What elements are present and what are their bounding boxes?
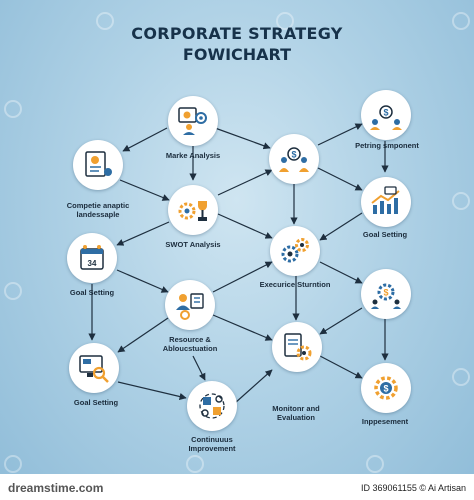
watermark-icon xyxy=(452,12,470,30)
node-competie-anaptic[interactable] xyxy=(73,140,123,190)
connector-line xyxy=(317,123,363,146)
node-goal-setting-right[interactable] xyxy=(361,177,411,227)
node-goal-setting-left[interactable]: 34 xyxy=(67,233,117,283)
connector-line xyxy=(319,307,363,335)
node-marke-analysis[interactable] xyxy=(168,96,218,146)
gears-icon xyxy=(281,238,309,263)
document-gear-icon xyxy=(284,333,312,361)
connector-line xyxy=(319,355,363,379)
label-resource-abloucstuation: Resource & Abloucstuation xyxy=(162,335,218,353)
gears-trophy-icon xyxy=(178,201,207,221)
svg-text:$: $ xyxy=(383,108,388,118)
label-inppesement: Inppesement xyxy=(361,417,409,426)
footer-id: ID 369061155 © Ai Artisan xyxy=(360,483,466,493)
connector-line xyxy=(234,369,273,404)
watermark-icon xyxy=(4,282,22,300)
person-resource-icon xyxy=(176,293,204,320)
label-goal-setting-left: Goal Setting xyxy=(69,288,115,297)
watermark-icon xyxy=(276,12,294,30)
watermark-icon xyxy=(4,100,22,118)
connector-line xyxy=(212,314,273,341)
node-execurice-sturntion[interactable] xyxy=(270,226,320,276)
label-swot-analysis: SWOT Analysis xyxy=(165,240,221,249)
svg-text:$: $ xyxy=(383,288,388,298)
analysis-board-icon xyxy=(178,107,207,135)
node-inppesement[interactable]: $ xyxy=(361,363,411,413)
label-petring-smponent: Petring smponent xyxy=(355,141,419,150)
watermark-icon xyxy=(452,192,470,210)
node-goal-setting-bottom[interactable] xyxy=(69,343,119,393)
gear-dollar-icon: $ xyxy=(371,283,401,309)
label-goal-setting-right: Goal Setting xyxy=(362,230,408,239)
node-monitor-evaluation[interactable] xyxy=(272,322,322,372)
connector-line xyxy=(117,381,187,401)
label-execurice-sturntion: Execurice Sturntion xyxy=(259,280,331,289)
node-swot-analysis[interactable] xyxy=(168,185,218,235)
node-right-gear-dollar[interactable]: $ xyxy=(361,269,411,319)
monitor-search-icon xyxy=(79,355,109,383)
node-resource-abloucstuation[interactable] xyxy=(165,280,215,330)
svg-text:$: $ xyxy=(291,150,296,160)
label-marke-analysis: Marke Analysis xyxy=(165,151,221,160)
connector-line xyxy=(116,269,169,293)
connector-line xyxy=(117,317,169,353)
svg-text:34: 34 xyxy=(88,259,97,268)
label-monitor-evaluation: Monitonr and Evaluation xyxy=(272,404,320,422)
watermark-icon xyxy=(4,455,22,473)
connector-line xyxy=(212,261,273,293)
node-petring-smponent[interactable]: $ xyxy=(361,90,411,140)
people-dollar-icon: $ xyxy=(370,105,402,130)
puzzle-icon xyxy=(199,393,225,419)
connector-line xyxy=(122,127,168,152)
calendar-icon: 34 xyxy=(80,245,104,270)
label-continuuus-improvement: Continuuus Improvement xyxy=(188,435,236,453)
connector-line xyxy=(217,213,273,239)
dollar-gear-icon: $ xyxy=(374,376,398,400)
svg-text:$: $ xyxy=(383,384,388,394)
footer-bar: dreamstime.com ID 369061155 © Ai Artisan xyxy=(0,474,474,500)
node-continuuus-improvement[interactable] xyxy=(187,381,237,431)
team-dollar-icon: $ xyxy=(279,147,309,172)
connector-line xyxy=(217,169,273,196)
label-competie-anaptic: Competie anaptic landessaple xyxy=(66,201,130,219)
connector-line xyxy=(192,355,206,381)
certificate-icon xyxy=(85,151,112,177)
connector-line xyxy=(214,127,271,150)
connector-line xyxy=(319,212,363,241)
connector-line xyxy=(319,261,363,284)
title-line-1: CORPORATE STRATEGY xyxy=(131,24,343,43)
watermark-icon xyxy=(96,12,114,30)
watermark-icon xyxy=(186,455,204,473)
watermark-icon xyxy=(366,455,384,473)
growth-chart-icon xyxy=(371,186,400,214)
footer-brand: dreamstime.com xyxy=(8,481,104,495)
connector-line xyxy=(317,167,363,191)
label-goal-setting-bottom: Goal Setting xyxy=(73,398,119,407)
watermark-icon xyxy=(452,368,470,386)
node-center-team-dollar[interactable]: $ xyxy=(269,134,319,184)
connector-line xyxy=(119,179,170,201)
connector-line xyxy=(116,221,170,246)
connector-lines xyxy=(88,123,389,404)
title-line-2: FOWICHART xyxy=(182,45,292,64)
